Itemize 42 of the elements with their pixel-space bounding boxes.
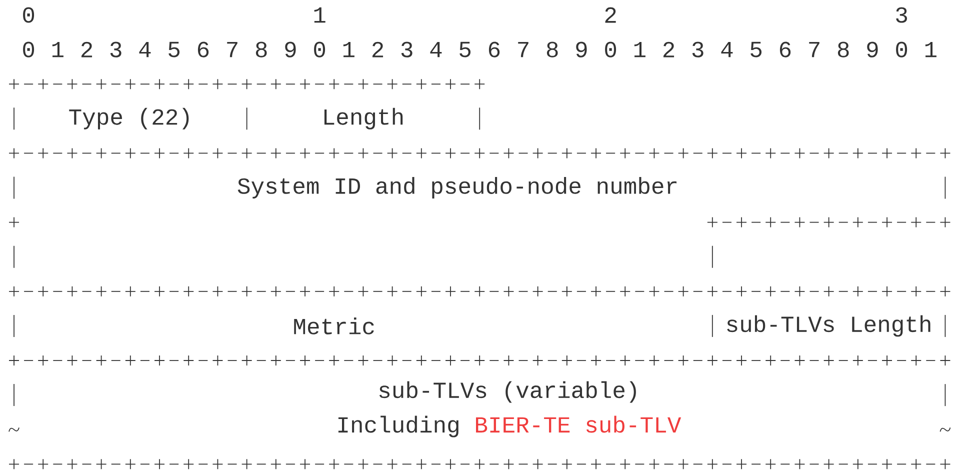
bit-number: 7	[518, 42, 528, 58]
bit-number: 3	[896, 7, 907, 23]
bit-number: 4	[430, 42, 442, 58]
bit-number: 6	[780, 42, 791, 58]
bit-number: 7	[809, 42, 820, 58]
bit-number: 5	[460, 42, 470, 58]
bit-number: 0	[23, 7, 34, 23]
packet-field: sub-TLVs Length	[727, 315, 930, 337]
bit-number: 9	[285, 42, 296, 58]
bit-number: 2	[372, 42, 384, 58]
bit-number: 1	[925, 42, 936, 58]
bit-number: 8	[546, 42, 558, 58]
bit-number: 0	[314, 42, 326, 58]
bit-number: 8	[838, 42, 849, 58]
bit-number: 7	[227, 42, 238, 58]
bit-number: 0	[605, 42, 616, 58]
bit-number: 0	[896, 42, 908, 58]
bit-number: 6	[488, 42, 500, 58]
bit-number: 8	[256, 42, 267, 58]
bit-number: 9	[576, 42, 587, 58]
bit-number: 6	[198, 42, 209, 58]
bit-number: 9	[867, 42, 878, 58]
packet-field: Type (22)	[69, 108, 189, 130]
bit-number: 4	[139, 42, 151, 58]
bit-number: 3	[110, 42, 122, 58]
bit-number: 1	[634, 42, 646, 58]
packet-field: Length	[324, 108, 403, 130]
bit-number: 0	[23, 42, 34, 58]
packet-field: Metric	[294, 318, 374, 334]
packet-field: sub-TLVs (variable) Including BIER-TE sub-TLV	[338, 381, 682, 438]
bit-number: 5	[168, 42, 180, 58]
bit-number: 5	[750, 42, 762, 58]
bit-number: 4	[721, 42, 733, 58]
bit-number: 1	[343, 42, 354, 58]
bit-number: 3	[692, 42, 704, 58]
bit-number: 2	[663, 42, 674, 58]
packet-field: System ID and pseudo-node number	[238, 177, 676, 198]
bit-number: 3	[401, 42, 412, 58]
bit-number: 1	[314, 7, 326, 23]
bit-number: 2	[81, 42, 92, 58]
bit-number: 2	[605, 7, 616, 23]
bit-number: 1	[52, 42, 64, 58]
